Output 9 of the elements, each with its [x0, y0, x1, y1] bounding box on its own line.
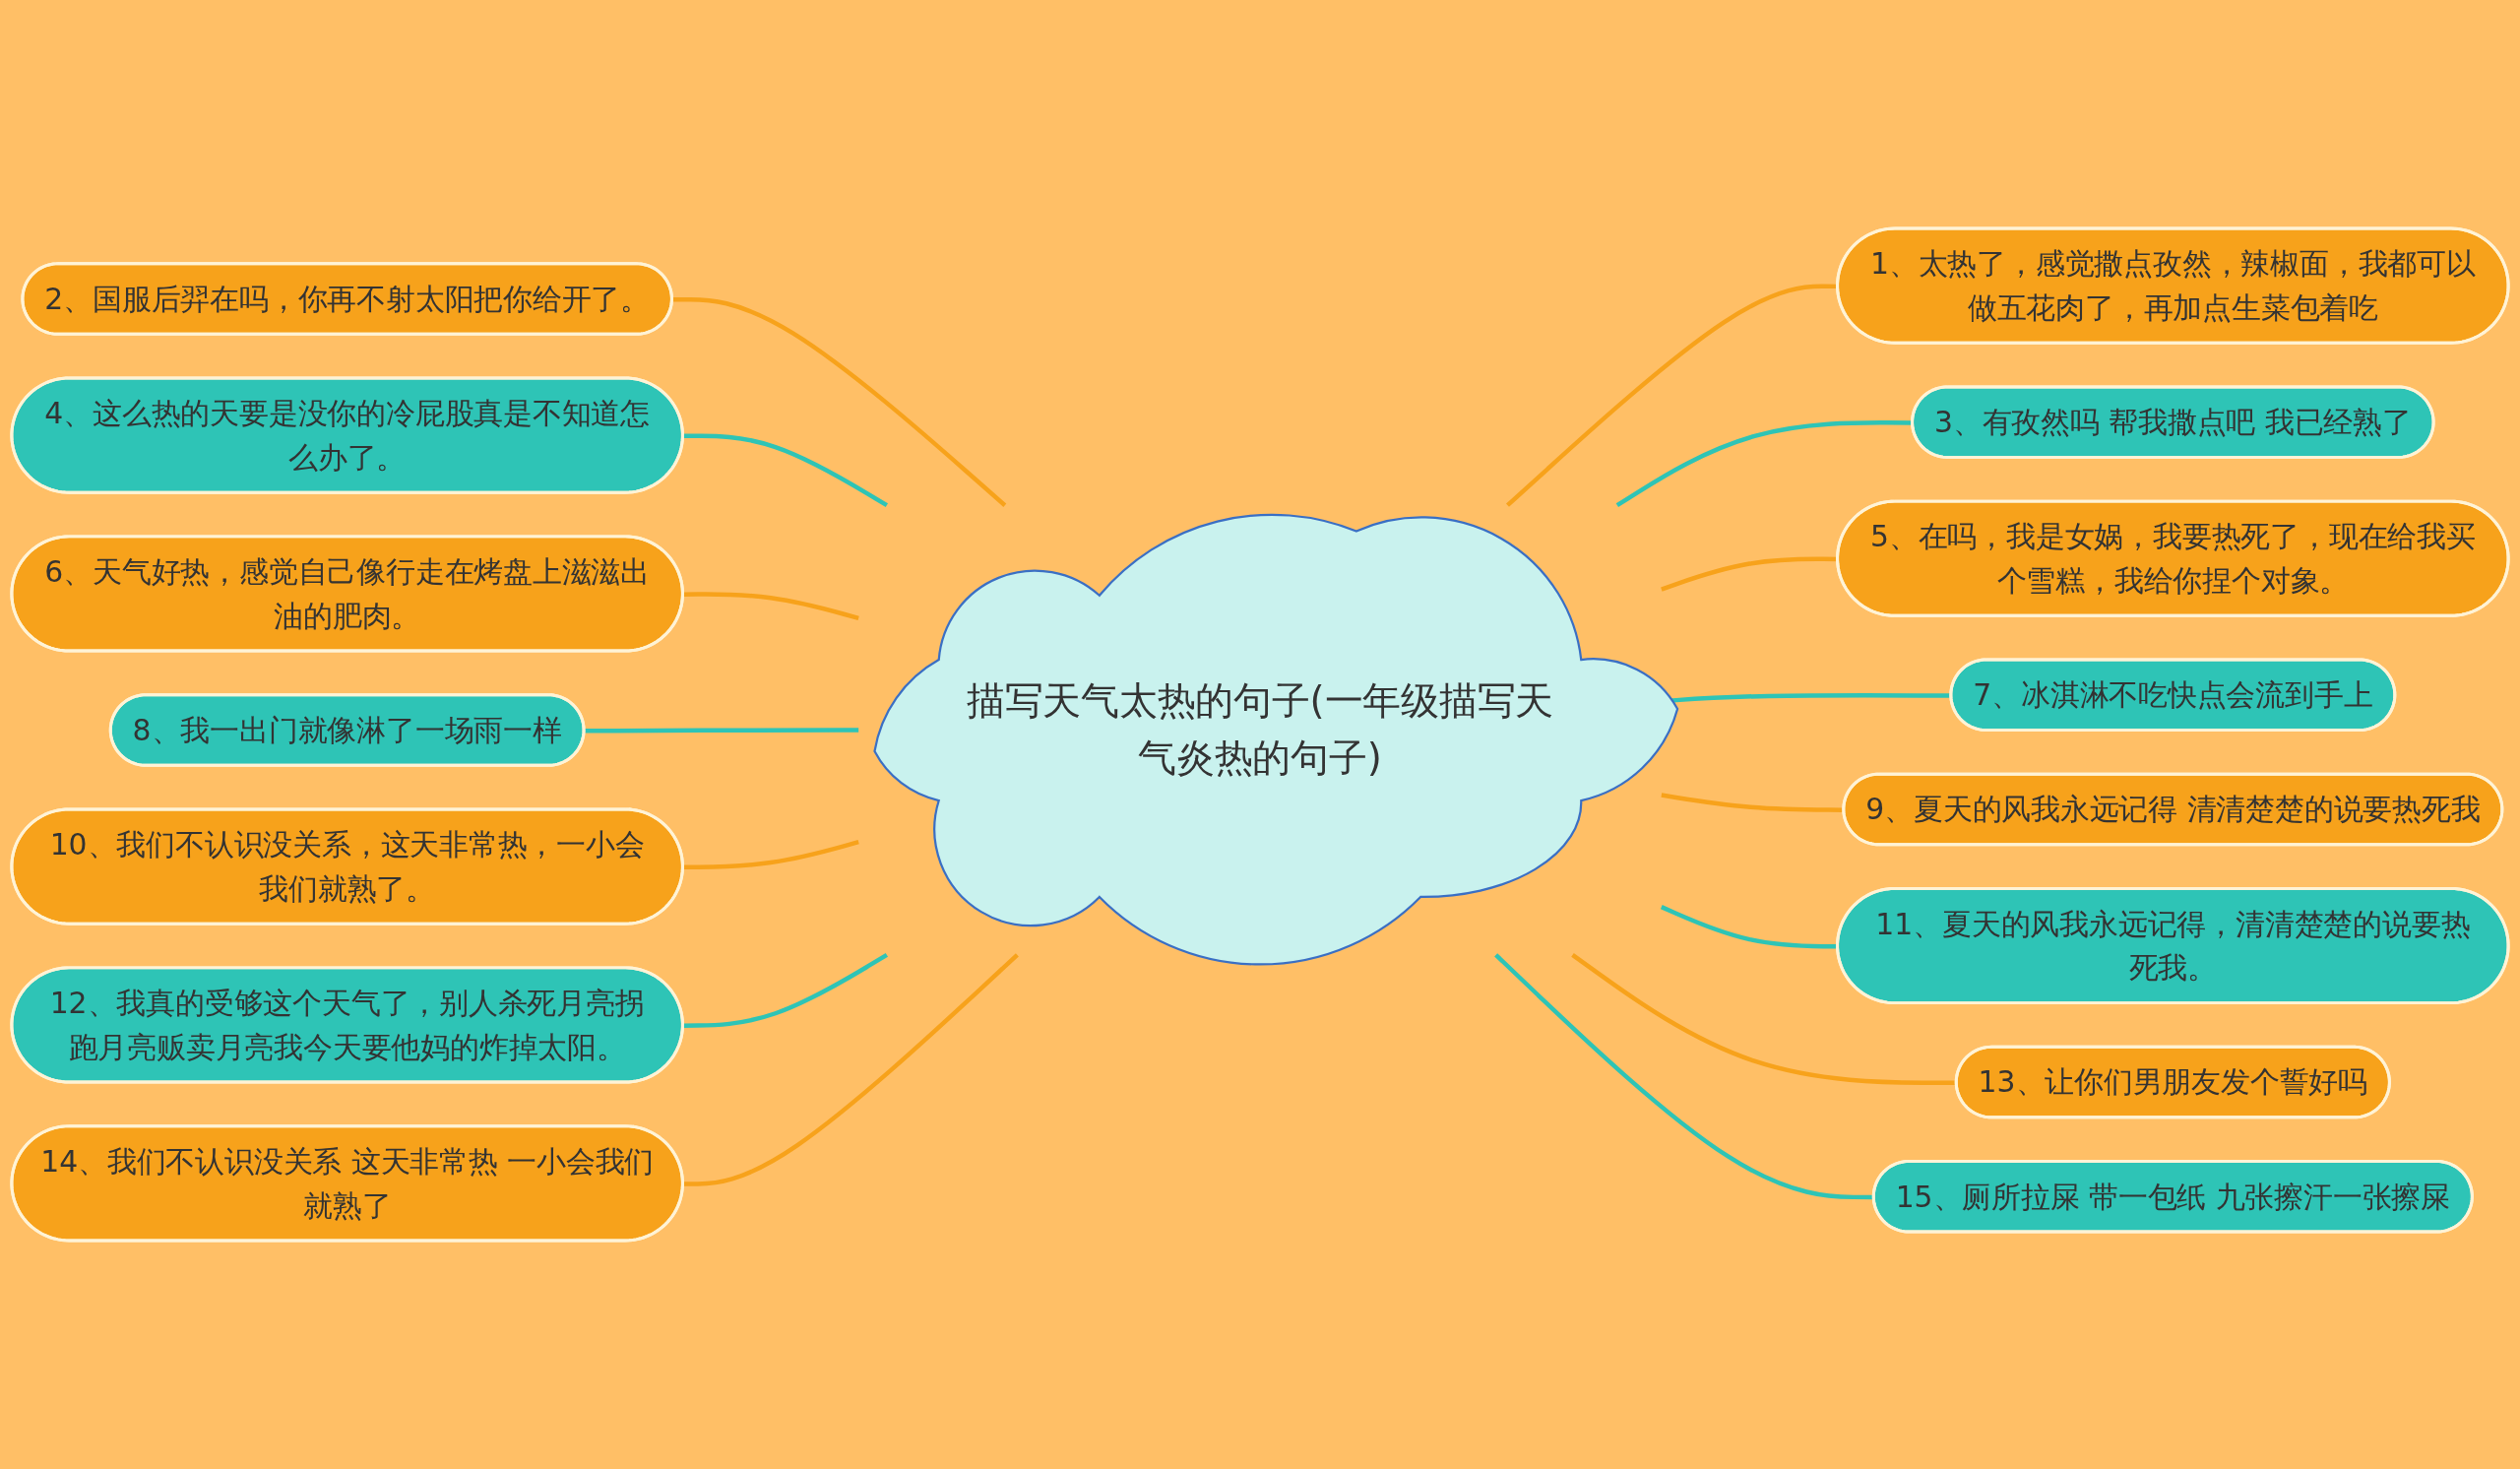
- connector: [683, 433, 889, 508]
- connector: [584, 728, 859, 734]
- connector: [1661, 793, 1845, 812]
- connector: [683, 952, 889, 1028]
- connector: [683, 953, 1019, 1186]
- connector: [672, 296, 1007, 507]
- connector: [683, 840, 859, 870]
- connector: [683, 592, 859, 621]
- connector: [1494, 953, 1875, 1200]
